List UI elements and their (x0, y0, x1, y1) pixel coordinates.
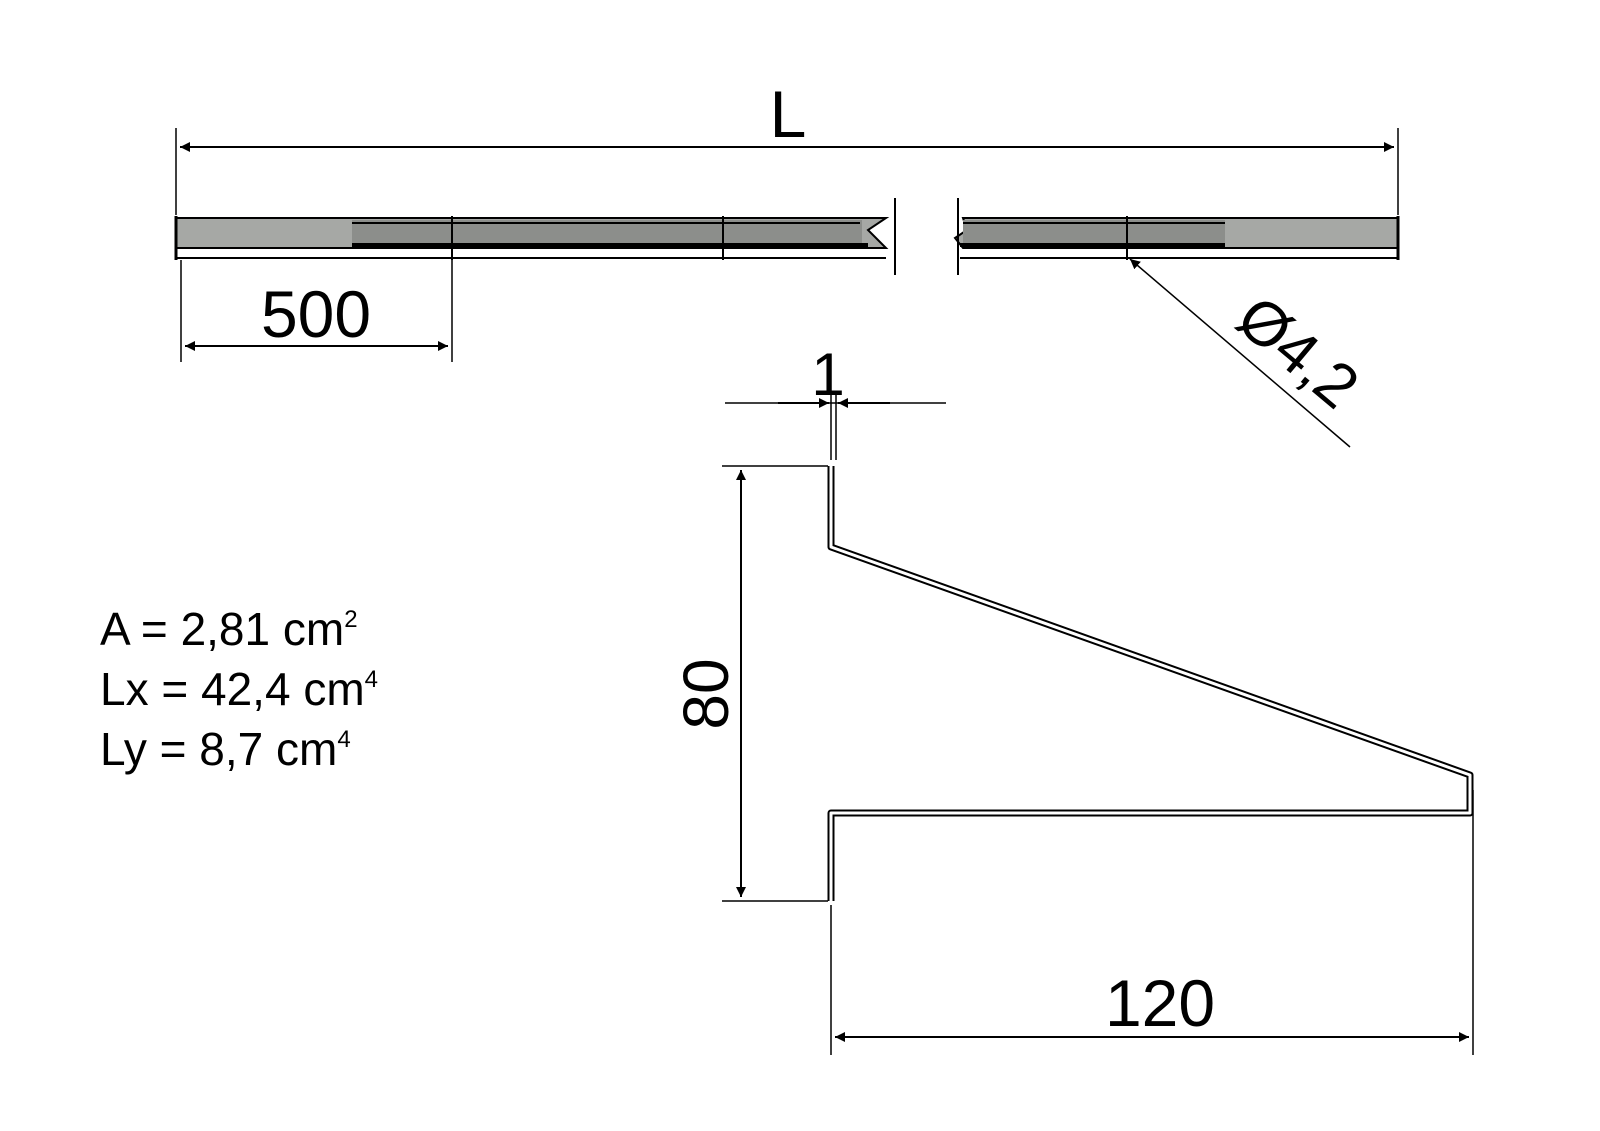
property-area: A = 2,81 cm2 (100, 603, 358, 655)
dimension-width-label: 120 (1105, 966, 1215, 1040)
bracket-profile (827, 466, 1474, 901)
dimension-width: 120 (830, 790, 1474, 1055)
property-inertia-x: Lx = 42,4 cm4 (100, 663, 378, 715)
dimension-height-label: 80 (670, 658, 742, 729)
dimension-length-label: L (770, 77, 807, 151)
dimension-bar-spacing: 500 (180, 260, 453, 362)
dimension-hole-diameter: Ø4,2 (1129, 258, 1371, 448)
bar-right-band (963, 220, 1225, 246)
section-properties: A = 2,81 cm2 Lx = 42,4 cm4 Ly = 8,7 cm4 (100, 603, 378, 775)
dimension-bar-spacing-label: 500 (261, 277, 371, 351)
dimension-height: 80 (670, 465, 828, 902)
dimension-thickness: 1 (725, 341, 946, 460)
dimension-thickness-label: 1 (811, 341, 844, 408)
property-inertia-y: Ly = 8,7 cm4 (100, 723, 351, 775)
bar-left-band (352, 220, 862, 246)
bar-top-view (174, 198, 1400, 275)
dimension-length: L (175, 77, 1399, 215)
dimension-hole-diameter-label: Ø4,2 (1224, 283, 1371, 422)
